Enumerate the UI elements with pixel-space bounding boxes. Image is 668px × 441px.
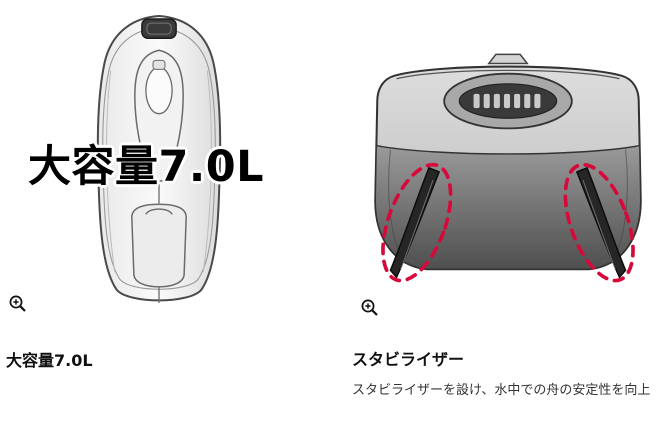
zoom-in-icon[interactable] (8, 294, 28, 314)
stabilizer-description: スタビライザーを設け、水中での舟の安定性を向上 (352, 383, 651, 398)
stabilizer-figure[interactable] (356, 48, 660, 302)
magnifier-plus-glyph (9, 295, 26, 312)
boat-rear-view-illustration (374, 53, 642, 283)
capacity-overlay-text: 大容量7.0L (28, 142, 265, 192)
stabilizer-highlight-right (563, 162, 635, 283)
magnifier-plus-glyph (361, 299, 378, 316)
boat-top-view-illustration (96, 15, 222, 303)
stabilizer-highlight-left (381, 162, 453, 283)
capacity-figure[interactable] (58, 10, 260, 312)
stabilizer-caption: スタビライザー (352, 350, 465, 369)
capacity-caption: 大容量7.0L (6, 351, 93, 370)
zoom-in-icon[interactable] (360, 298, 380, 318)
